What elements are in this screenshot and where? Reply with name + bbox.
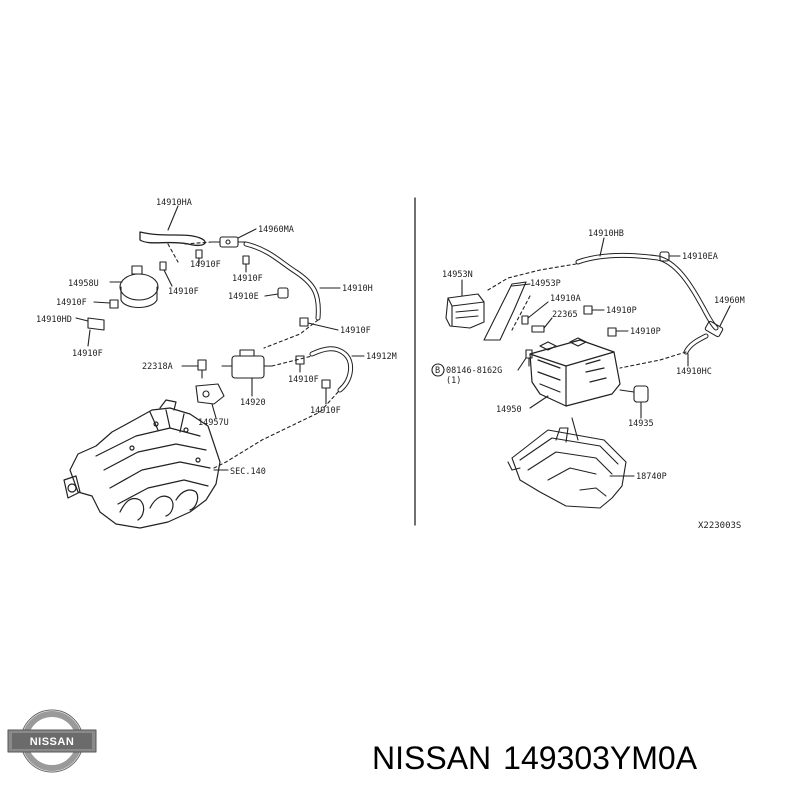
- callout-14910p: 14910P: [606, 306, 637, 316]
- routing-dashed: [271, 355, 313, 367]
- leader-line: [599, 237, 605, 257]
- bracket-14957u: [195, 383, 225, 405]
- intake-manifold-sec-140: [63, 399, 221, 529]
- callout-14910hc: 14910HC: [676, 367, 712, 377]
- part-number: 149303YM0A: [503, 740, 698, 776]
- clip-14910f-e: [299, 317, 309, 327]
- routing-dashed: [183, 241, 213, 245]
- bolt-mark-letter: B: [435, 366, 440, 376]
- callout-08146-8162g: 08146-8162G: [446, 366, 502, 376]
- bracket-14953p: [483, 281, 527, 341]
- hose-14910ha: [139, 231, 206, 246]
- clip-14910p-a: [583, 305, 593, 315]
- hose-14910hd: [87, 317, 105, 331]
- routing-dashed: [167, 243, 179, 263]
- valve-14960ma: [211, 236, 247, 248]
- leader-line: [163, 269, 173, 287]
- clip-14910f-a: [195, 249, 203, 259]
- clip-14910e: [277, 287, 289, 299]
- callout-14920: 14920: [240, 398, 266, 408]
- clip-14910f-d: [109, 299, 119, 309]
- callout-14910h: 14910H: [342, 284, 373, 294]
- callout-14910f: 14910F: [340, 326, 371, 336]
- routing-dashed: [213, 391, 339, 469]
- callout-14910a: 14910A: [550, 294, 581, 304]
- callout-14910f: 14910F: [72, 349, 103, 359]
- routing-dashed: [487, 263, 577, 291]
- callout-18740p: 18740P: [636, 472, 667, 482]
- routing-dashed: [619, 351, 687, 369]
- callout-14910f: 14910F: [288, 375, 319, 385]
- leader-line: [543, 317, 553, 329]
- callout-14910hd: 14910HD: [36, 315, 72, 325]
- callout-14910f: 14910F: [232, 274, 263, 284]
- nissan-logo: [7, 709, 97, 773]
- leader-line: [527, 301, 549, 319]
- clip-14910f-c: [159, 261, 167, 271]
- valve-14935: [619, 385, 649, 415]
- callout-14910f: 14910F: [168, 287, 199, 297]
- clip-14910f-g: [321, 379, 331, 389]
- routing-dashed: [263, 319, 319, 349]
- leader-line: [237, 228, 257, 239]
- callout-22318a: 22318A: [142, 362, 173, 372]
- clip-14910p-b: [607, 327, 617, 337]
- callout-14957u: 14957U: [198, 418, 229, 428]
- routing-dashed: [511, 295, 531, 331]
- callout-14912m: 14912M: [366, 352, 397, 362]
- diagram-code: X223003S: [698, 521, 741, 531]
- nissan-logo-text: NISSAN: [30, 736, 75, 748]
- callout-14910ea: 14910EA: [682, 252, 718, 262]
- callout-08146-qty: (1): [446, 376, 461, 386]
- leader-line: [517, 357, 527, 371]
- tray-18740p: [507, 417, 627, 509]
- callout-14960ma: 14960MA: [258, 225, 294, 235]
- callout-14910hb: 14910HB: [588, 229, 624, 239]
- leader-line: [75, 317, 89, 322]
- callout-14910f: 14910F: [190, 260, 221, 270]
- callout-14958u: 14958U: [68, 279, 99, 289]
- part-22365: [531, 325, 545, 333]
- callout-14960m: 14960M: [714, 296, 745, 306]
- brand-name: NISSAN: [372, 740, 492, 776]
- canister-14950: [529, 337, 621, 407]
- callout-14950: 14950: [496, 405, 522, 415]
- clip-14910a: [521, 315, 529, 325]
- callout-22365: 22365: [552, 310, 578, 320]
- canister-14958u: [119, 265, 159, 309]
- callout-14953n: 14953N: [442, 270, 473, 280]
- clip-14910f-b: [242, 255, 250, 265]
- leader-line: [167, 205, 179, 231]
- leader-line: [264, 293, 279, 297]
- callout-14910p: 14910P: [630, 327, 661, 337]
- callout-14910f: 14910F: [56, 298, 87, 308]
- valve-14920: [221, 349, 273, 379]
- leader-line: [211, 403, 217, 419]
- callout-14935: 14935: [628, 419, 654, 429]
- callout-14910f: 14910F: [310, 406, 341, 416]
- leader-line: [511, 283, 531, 287]
- part-title: NISSAN 149303YM0A: [372, 742, 697, 774]
- leader-line: [529, 395, 549, 409]
- callout-sec-140: SEC.140: [230, 467, 266, 477]
- leader-line: [93, 301, 111, 304]
- leader-line: [719, 305, 731, 327]
- callout-14910ha: 14910HA: [156, 198, 192, 208]
- sensor-22318a: [197, 359, 207, 379]
- callout-14953p: 14953P: [530, 279, 561, 289]
- bolt-mark-circle: [431, 363, 445, 377]
- callout-14910e: 14910E: [228, 292, 259, 302]
- leader-line: [87, 329, 91, 347]
- filter-14953n: [445, 293, 485, 329]
- valve-14960m: [704, 320, 724, 338]
